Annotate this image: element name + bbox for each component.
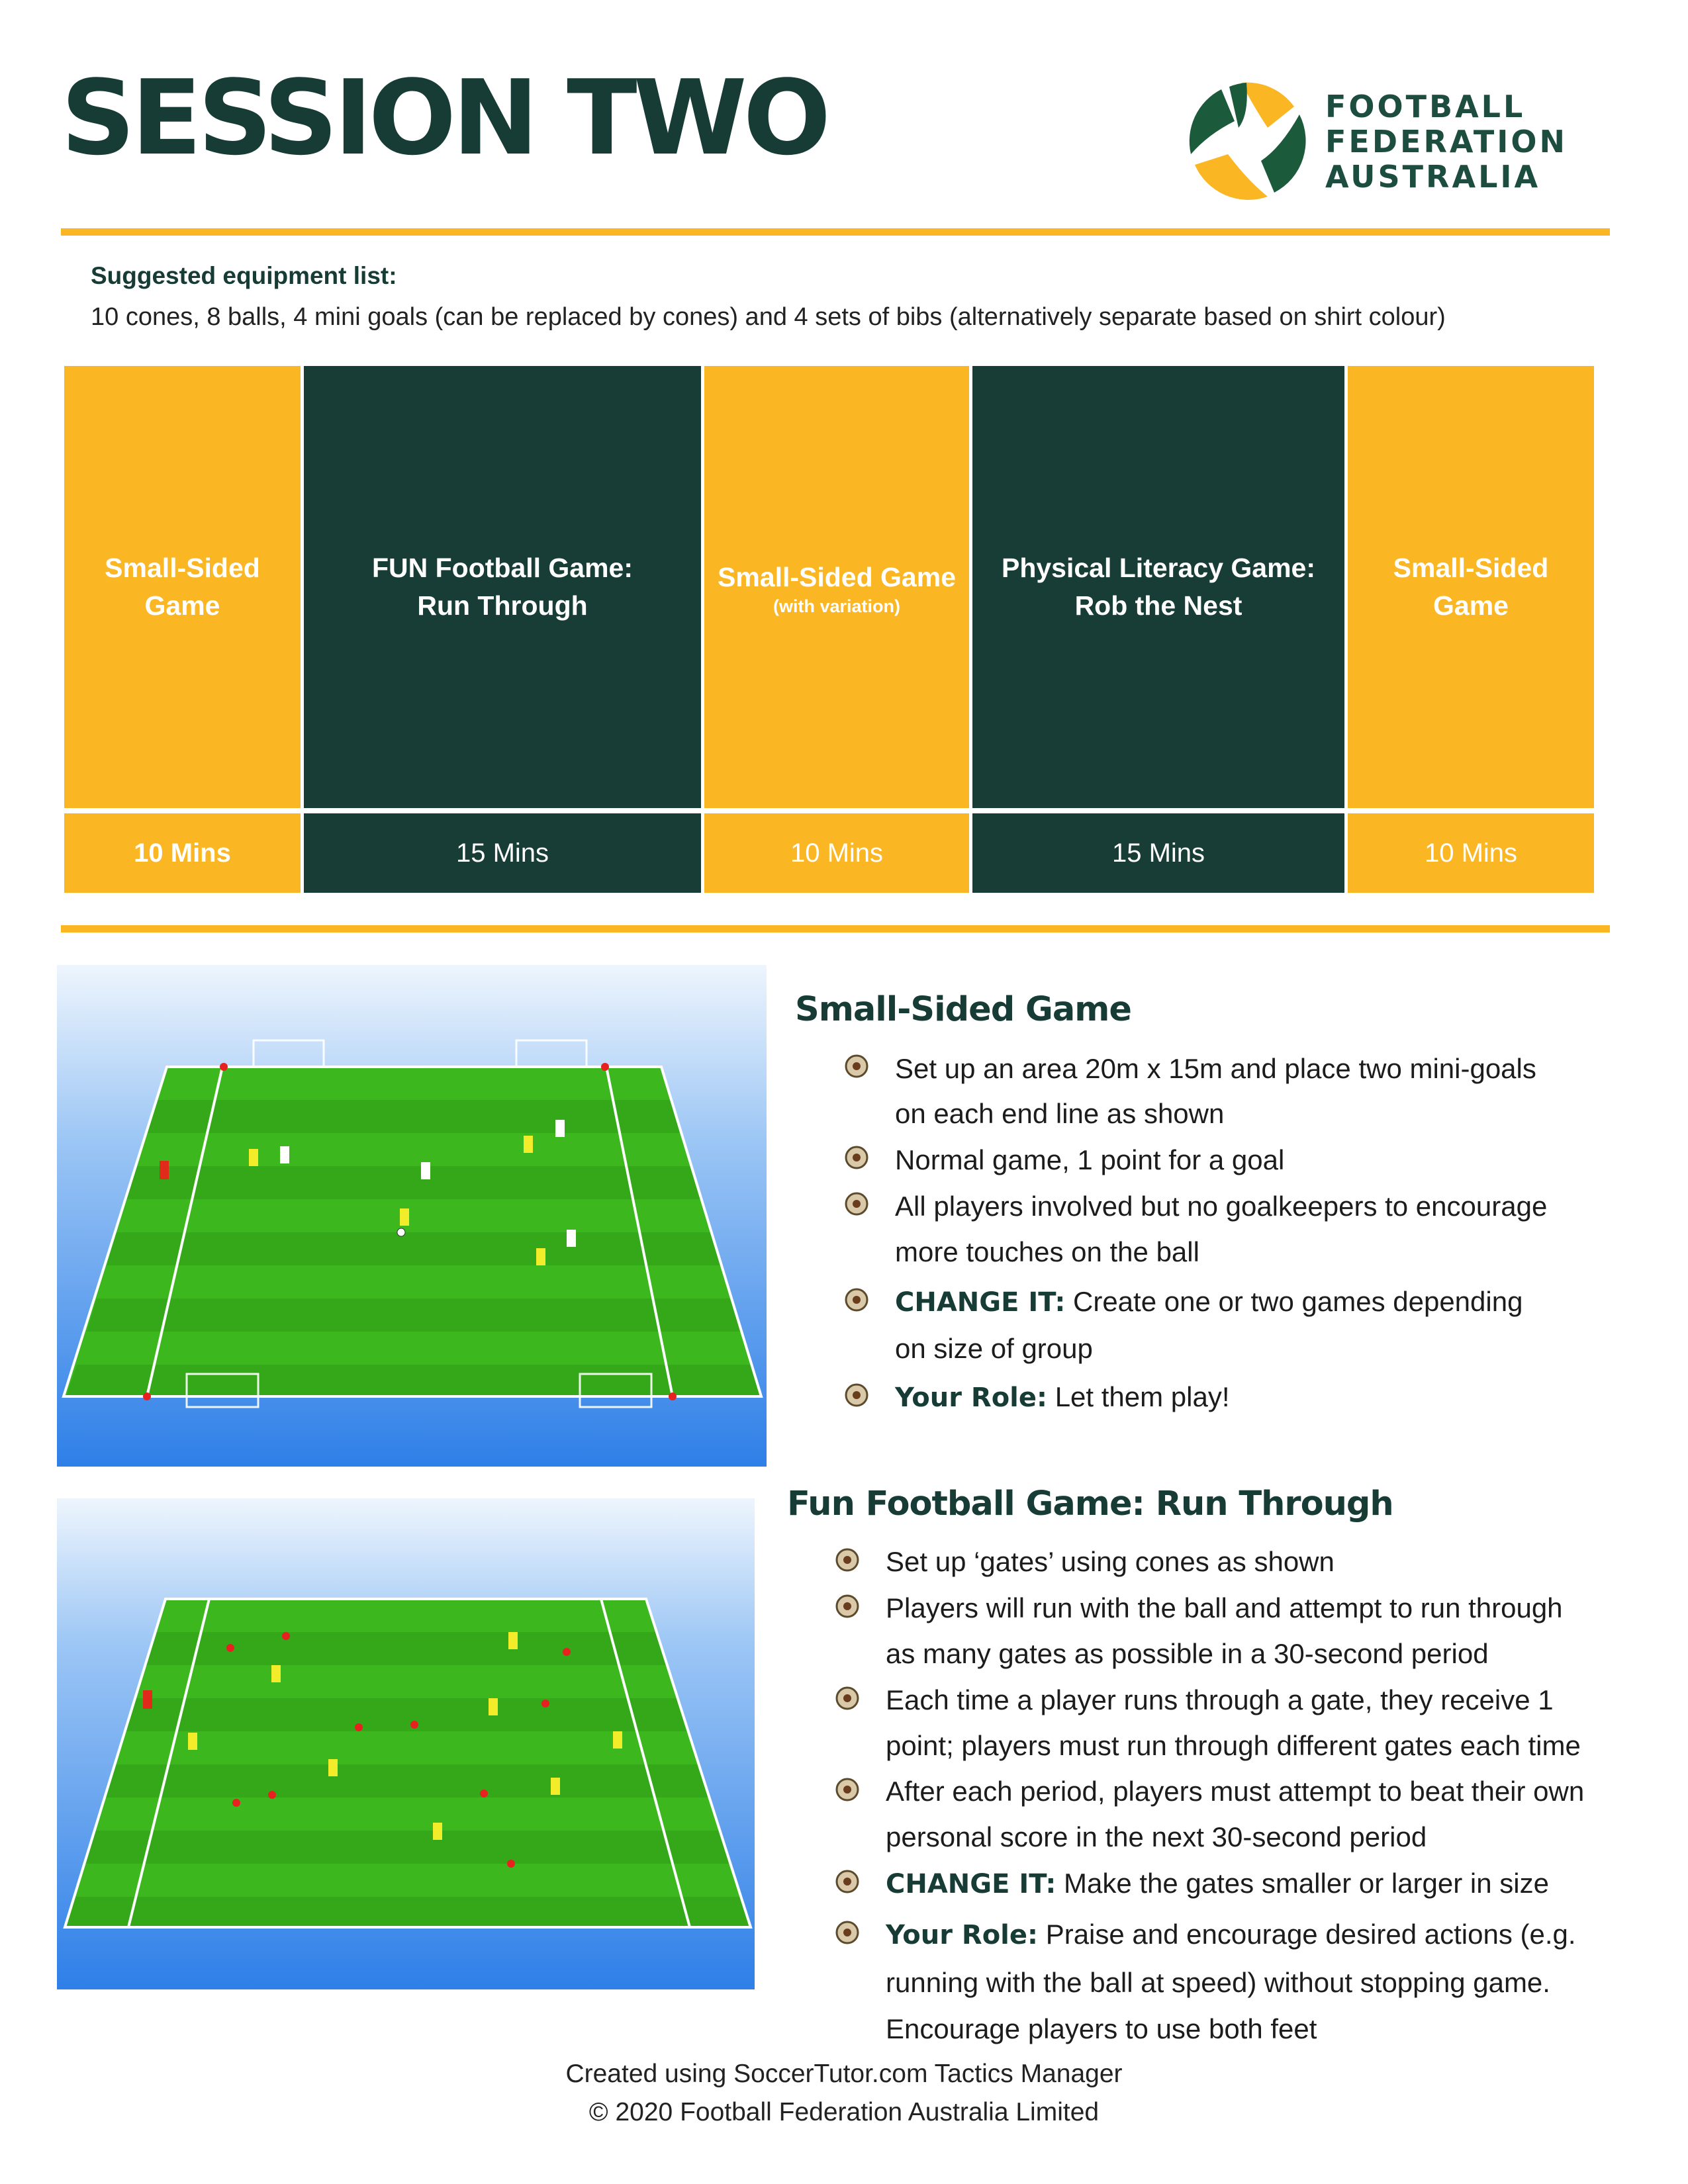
logo-line: FOOTBALL bbox=[1325, 89, 1526, 124]
bullet-text: more touches on the ball bbox=[895, 1236, 1199, 1267]
bullet-text: as many gates as possible in a 30-second… bbox=[886, 1638, 1489, 1669]
your-role-label: Your Role: bbox=[886, 1920, 1039, 1950]
soccer-ball-icon bbox=[835, 1686, 859, 1710]
logo-line: FEDERATION bbox=[1325, 124, 1568, 159]
bullet-text: All players involved but no goalkeepers … bbox=[895, 1191, 1548, 1222]
change-it-label: CHANGE IT: bbox=[895, 1287, 1066, 1318]
schedule-block: Physical Literacy Game: Rob the Nest bbox=[972, 366, 1344, 808]
block-label: Small-Sided bbox=[105, 553, 260, 583]
block-time: 10 Mins bbox=[704, 813, 969, 893]
equipment-heading: Suggested equipment list: bbox=[91, 262, 397, 289]
bullet-text: Set up ‘gates’ using cones as shown bbox=[886, 1546, 1335, 1577]
soccer-ball-icon bbox=[845, 1383, 868, 1407]
block-label: Small-Sided bbox=[1393, 553, 1549, 583]
bullet-text: Your Role: Let them play! bbox=[895, 1381, 1230, 1413]
divider bbox=[61, 228, 1610, 236]
block-label: Small-Sided Game bbox=[717, 561, 956, 592]
bullet-text: on each end line as shown bbox=[895, 1098, 1225, 1129]
block-time: 10 Mins bbox=[1348, 813, 1594, 893]
block-label: Run Through bbox=[417, 590, 588, 621]
section-title: Fun Football Game: Run Through bbox=[787, 1484, 1394, 1524]
soccer-ball-icon bbox=[845, 1288, 868, 1312]
run-through-diagram bbox=[57, 1498, 755, 1989]
bullet-text: running with the ball at speed) without … bbox=[886, 1967, 1550, 1998]
logo-line: AUSTRALIA bbox=[1325, 159, 1541, 195]
ffa-logo bbox=[1189, 82, 1306, 201]
soccer-ball-icon bbox=[845, 1146, 868, 1169]
page-title: SESSION TWO bbox=[61, 58, 831, 178]
soccer-ball-icon bbox=[835, 1778, 859, 1801]
bullet-text: Normal game, 1 point for a goal bbox=[895, 1144, 1285, 1175]
bullet-text: personal score in the next 30-second per… bbox=[886, 1821, 1427, 1852]
soccer-ball-icon bbox=[835, 1921, 859, 1944]
soccer-ball-icon bbox=[845, 1192, 868, 1216]
divider bbox=[61, 925, 1610, 933]
schedule-block: Small-Sided Game (with variation) bbox=[704, 366, 969, 808]
bullet-text: Players will run with the ball and attem… bbox=[886, 1592, 1563, 1623]
schedule-block: Small-Sided Game bbox=[64, 366, 301, 808]
block-label: FUN Football Game: bbox=[371, 553, 633, 583]
block-label: Physical Literacy Game: bbox=[1001, 553, 1316, 583]
soccer-ball-icon bbox=[845, 1054, 868, 1078]
small-sided-game-diagram bbox=[57, 965, 767, 1467]
soccer-ball-icon bbox=[835, 1548, 859, 1572]
your-role-label: Your Role: bbox=[895, 1383, 1048, 1413]
footer-credit: Created using SoccerTutor.com Tactics Ma… bbox=[565, 2060, 1123, 2088]
bullet-text: point; players must run through differen… bbox=[886, 1730, 1581, 1761]
soccer-ball-icon bbox=[835, 1594, 859, 1618]
bullet-text: CHANGE IT: Make the gates smaller or lar… bbox=[886, 1868, 1549, 1899]
section-title: Small-Sided Game bbox=[795, 990, 1132, 1029]
block-label: Rob the Nest bbox=[1074, 590, 1243, 621]
block-time: 15 Mins bbox=[972, 813, 1344, 893]
soccer-ball-icon bbox=[835, 1870, 859, 1893]
block-sublabel: (with variation) bbox=[773, 596, 900, 616]
footer-copyright: © 2020 Football Federation Australia Lim… bbox=[588, 2098, 1100, 2126]
block-time: 15 Mins bbox=[304, 813, 701, 893]
bullet-text: Each time a player runs through a gate, … bbox=[886, 1684, 1554, 1715]
bullet-text: After each period, players must attempt … bbox=[886, 1776, 1585, 1807]
bullet-text: Encourage players to use both feet bbox=[886, 2013, 1317, 2044]
schedule-block: FUN Football Game: Run Through bbox=[304, 366, 701, 808]
bullet-text: on size of group bbox=[895, 1333, 1093, 1364]
bullet-text: Your Role: Praise and encourage desired … bbox=[886, 1919, 1576, 1950]
bullet-text: CHANGE IT: Create one or two games depen… bbox=[895, 1286, 1523, 1318]
block-label: Game bbox=[144, 590, 220, 621]
schedule-block: Small-Sided Game bbox=[1348, 366, 1594, 808]
change-it-label: CHANGE IT: bbox=[886, 1869, 1056, 1899]
block-label: Game bbox=[1433, 590, 1509, 621]
ffa-logo-text: FOOTBALL FEDERATION AUSTRALIA bbox=[1325, 89, 1568, 195]
block-time: 10 Mins bbox=[64, 813, 301, 893]
equipment-text: 10 cones, 8 balls, 4 mini goals (can be … bbox=[91, 303, 1446, 331]
bullet-text: Set up an area 20m x 15m and place two m… bbox=[895, 1053, 1536, 1084]
